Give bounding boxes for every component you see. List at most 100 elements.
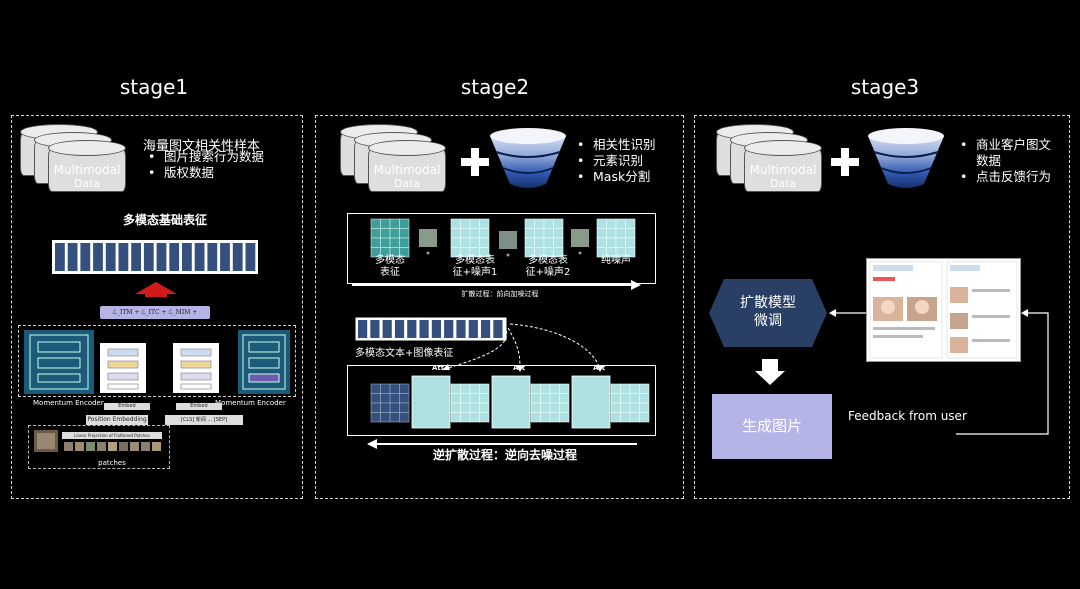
unet-block-1 xyxy=(411,375,451,429)
grid-cell xyxy=(543,218,554,229)
grid-cell xyxy=(469,412,480,423)
db-label-line1: Multimodal xyxy=(53,163,121,177)
grid-cell xyxy=(530,393,541,404)
sequence-token xyxy=(358,320,368,338)
noise-icon xyxy=(419,229,589,257)
grid-cell xyxy=(615,218,626,229)
stage2-label-b: 多模态表 征+噪声1 xyxy=(452,255,498,278)
encoder-block-icon xyxy=(100,343,146,393)
grid-cell xyxy=(610,383,621,394)
grid-cell xyxy=(540,402,551,413)
grid-cell xyxy=(625,237,636,248)
grid-cell xyxy=(549,383,560,394)
grid-cell xyxy=(629,402,640,413)
grid-cell xyxy=(540,412,551,423)
stage2-bullet: 元素识别 xyxy=(575,153,656,169)
forward-diffusion-diagram xyxy=(352,218,641,290)
grid-cell xyxy=(460,228,471,239)
grid-cell xyxy=(380,412,391,423)
att-label-3: Att xyxy=(593,364,606,372)
momentum-encoder-right-icon xyxy=(238,330,290,394)
grid-cell xyxy=(559,402,570,413)
grid-cell xyxy=(596,228,607,239)
grid-cell xyxy=(450,383,461,394)
grid-cell xyxy=(450,218,461,229)
grid-cell xyxy=(450,237,461,248)
grid-cell xyxy=(469,237,480,248)
finetune-hexagon xyxy=(709,279,827,347)
reverse-diffusion-diagram xyxy=(367,375,650,449)
feedback-screenshot xyxy=(866,258,1021,362)
feature-sequence-bar xyxy=(52,240,258,274)
grid-cell xyxy=(389,218,400,229)
grid-cell xyxy=(596,218,607,229)
grid-cell xyxy=(606,237,617,248)
grid-cell xyxy=(479,237,490,248)
text-image-sequence-bar xyxy=(355,317,507,341)
grid-cell xyxy=(479,383,490,394)
unet-block-3 xyxy=(571,375,611,429)
attention-lines xyxy=(441,323,604,372)
grid-cell xyxy=(639,412,650,423)
grid-cell xyxy=(530,412,541,423)
reverse-process-label: 逆扩散过程：逆向去噪过程 xyxy=(432,448,577,462)
plus-icon xyxy=(461,148,489,176)
grid-cell xyxy=(399,247,410,258)
grid-cell xyxy=(553,237,564,248)
grid-cell xyxy=(639,402,650,413)
generate-image-box: 生成图片 xyxy=(712,394,832,459)
grid-cell xyxy=(469,383,480,394)
grid-cell xyxy=(553,218,564,229)
sequence-token xyxy=(105,243,116,271)
grid-cell xyxy=(549,412,560,423)
stage1-panel xyxy=(11,115,303,499)
grid-cell xyxy=(620,402,631,413)
grid-cell xyxy=(399,383,410,394)
grid-cell xyxy=(610,402,621,413)
momentum-encoder-left-icon xyxy=(24,330,94,394)
grid-cell xyxy=(524,237,535,248)
sequence-token xyxy=(493,320,503,338)
sequence-token xyxy=(194,243,205,271)
grid-cell xyxy=(450,402,461,413)
funnel-icon xyxy=(490,128,566,188)
encoder-group xyxy=(18,325,296,397)
grid-cell xyxy=(389,393,400,404)
image-patches-icon xyxy=(34,430,161,452)
stage1-title: stage1 xyxy=(119,75,189,99)
stage2-bullets: 相关性识别 元素识别 Mask分割 xyxy=(575,137,656,185)
grid-cell xyxy=(380,237,391,248)
sequence-token xyxy=(80,243,91,271)
embed-box-1: Embed xyxy=(104,403,150,410)
forward-diffusion-box xyxy=(347,213,656,284)
stage1-bullets: 图片搜索行为数据 版权数据 xyxy=(146,149,264,181)
plus-icon xyxy=(831,148,859,176)
sequence-token xyxy=(431,320,441,338)
sequence-token xyxy=(220,243,230,271)
grid-cell xyxy=(380,393,391,404)
patches-group xyxy=(28,425,170,469)
grid-cell xyxy=(389,228,400,239)
encoder-block-icon xyxy=(173,343,219,393)
sequence-token xyxy=(118,243,129,271)
db-label-line2: Data xyxy=(769,177,797,190)
grid-cell xyxy=(469,393,480,404)
stage3-bullets: 商业客户图文数据 点击反馈行为 xyxy=(958,137,1062,185)
sequence-token xyxy=(444,320,454,338)
grid-cell xyxy=(559,393,570,404)
unet-block-2 xyxy=(491,375,531,429)
grid-cell xyxy=(610,393,621,404)
db-label-line2: Data xyxy=(393,177,421,190)
loss-bar: ℒ_ITM + ℒ_ITC + ℒ_MIM + ℒ_MLM xyxy=(100,306,210,329)
stage1-section-label: 多模态基础表征 xyxy=(122,213,207,227)
sequence-token xyxy=(370,320,380,338)
embed-box-2: Embed xyxy=(176,403,222,410)
grid-cell xyxy=(606,218,617,229)
grid-cell xyxy=(399,393,410,404)
stage2-title: stage2 xyxy=(460,75,530,99)
grid-cell xyxy=(380,228,391,239)
stage3-panel xyxy=(694,115,1070,499)
grid-cell xyxy=(524,228,535,239)
grid-cell xyxy=(606,228,617,239)
grid-cell xyxy=(620,393,631,404)
